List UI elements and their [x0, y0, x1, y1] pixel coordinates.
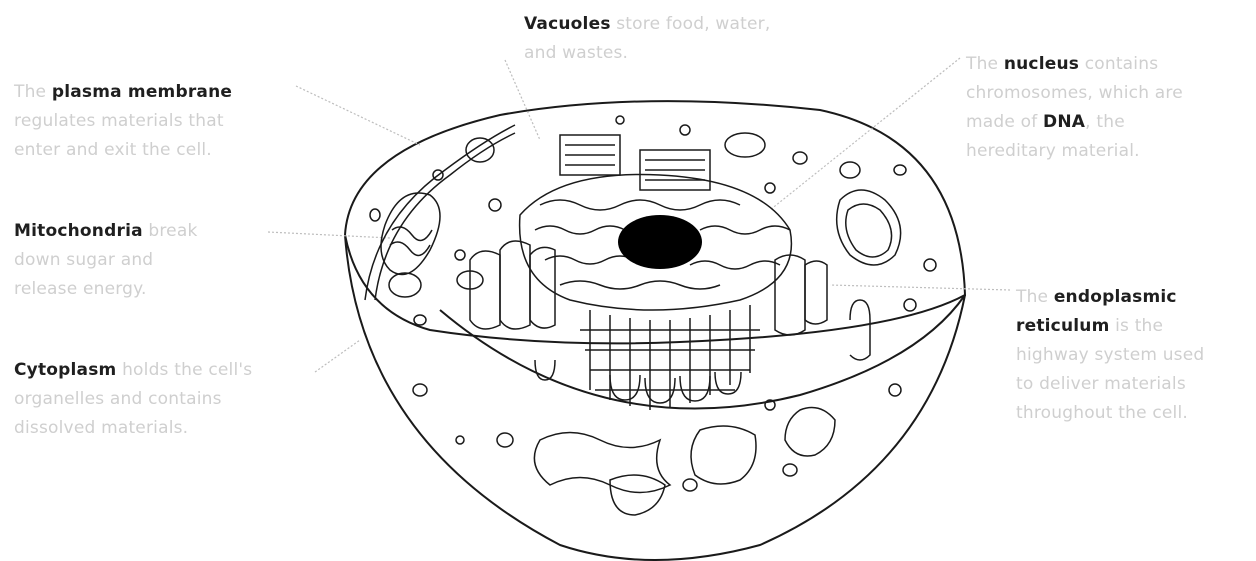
- plasma-membrane-term: plasma membrane: [52, 82, 232, 102]
- nucleus-pre: The: [966, 54, 1004, 74]
- nucleus-text-4: hereditary material.: [966, 141, 1140, 161]
- nucleolus: [618, 215, 702, 269]
- er-text-3: to deliver materials: [1016, 374, 1186, 394]
- cell-bowl-outline: [345, 235, 965, 560]
- vacuoles-term: Vacuoles: [524, 14, 611, 34]
- nucleus-text-3b: , the: [1085, 112, 1125, 132]
- plasma-text: regulates materials that: [14, 111, 224, 131]
- er-term: endoplasmic: [1054, 287, 1177, 307]
- mitochondria-term: Mitochondria: [14, 221, 143, 241]
- cytoplasm-term: Cytoplasm: [14, 360, 116, 380]
- plasma-leader-line: [296, 86, 420, 145]
- nucleus-text: contains: [1079, 54, 1158, 74]
- plasma-pre: The: [14, 82, 52, 102]
- mitochondria-text-3: release energy.: [14, 279, 147, 299]
- er-term-2: reticulum: [1016, 316, 1110, 336]
- nucleus-leader-line: [770, 58, 960, 210]
- plasma-membrane-label: The plasma membrane regulates materials …: [14, 78, 314, 165]
- mito-leader-line: [268, 232, 390, 238]
- nucleus-text-3a: made of: [966, 112, 1043, 132]
- cytoplasm-text-3: dissolved materials.: [14, 418, 188, 438]
- vacuoles-text: store food, water,: [611, 14, 771, 34]
- plasma-text-2: enter and exit the cell.: [14, 140, 212, 160]
- dna-term: DNA: [1043, 112, 1085, 132]
- mitochondria-text: break: [143, 221, 198, 241]
- vacuoles-text-2: and wastes.: [524, 43, 628, 63]
- cytoplasm-text: holds the cell's: [116, 360, 252, 380]
- er-text-2: highway system used: [1016, 345, 1204, 365]
- er-text: is the: [1110, 316, 1164, 336]
- cytoplasm-text-2: organelles and contains: [14, 389, 222, 409]
- nucleus-text-2: chromosomes, which are: [966, 83, 1183, 103]
- mitochondria-label: Mitochondria break down sugar and releas…: [14, 217, 274, 304]
- cytoplasm-label: Cytoplasm holds the cell's organelles an…: [14, 356, 324, 443]
- endoplasmic-reticulum-label: The endoplasmic reticulum is the highway…: [1016, 283, 1256, 428]
- er-leader-line: [830, 285, 1010, 290]
- vacuoles-label: Vacuoles store food, water, and wastes.: [524, 10, 854, 68]
- er-pre: The: [1016, 287, 1054, 307]
- mitochondria-text-2: down sugar and: [14, 250, 153, 270]
- cell-cut-edge: [440, 295, 965, 409]
- er-text-4: throughout the cell.: [1016, 403, 1188, 423]
- nucleus-label: The nucleus contains chromosomes, which …: [966, 50, 1256, 166]
- nucleus-term: nucleus: [1004, 54, 1079, 74]
